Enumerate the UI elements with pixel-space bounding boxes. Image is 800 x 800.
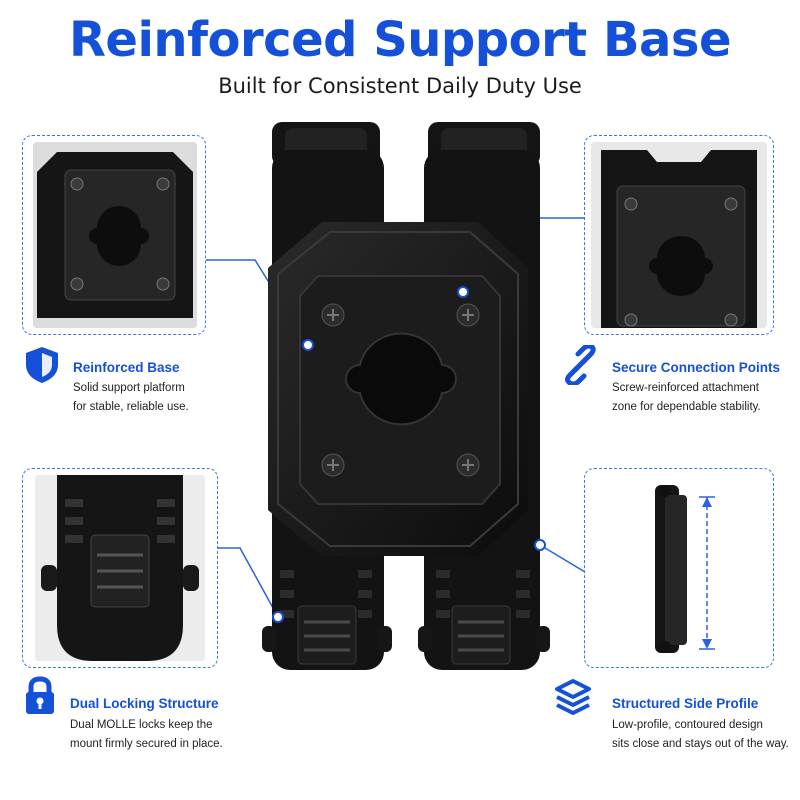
feature-title-reinforced-base: Reinforced Base	[73, 360, 180, 375]
shield-icon	[26, 347, 58, 383]
feature-desc-line: sits close and stays out of the way.	[612, 738, 789, 750]
feature-title-secure-connection: Secure Connection Points	[612, 360, 781, 375]
chain-link-icon	[565, 345, 596, 385]
feature-desc-line: Low-profile, contoured design	[612, 719, 763, 731]
feature-desc-line: Screw-reinforced attachment	[612, 382, 760, 394]
panel-side-profile	[584, 468, 774, 668]
callout-dot-base	[302, 339, 314, 351]
height-indicator	[699, 496, 715, 650]
connector-bottom-right	[539, 544, 586, 573]
photo-base-closeup	[33, 142, 197, 328]
feature-title-dual-locking: Dual Locking Structure	[70, 696, 219, 711]
feature-desc-line: zone for dependable stability.	[612, 401, 761, 413]
keyhole-slot	[345, 332, 457, 426]
callout-dot-connection	[457, 286, 469, 298]
feature-desc-dual-locking: Dual MOLLE locks keep the mount firmly s…	[70, 716, 260, 754]
feature-desc-line: Solid support platform	[73, 382, 185, 394]
page-subtitle: Built for Consistent Daily Duty Use	[218, 74, 582, 98]
feature-title-side-profile: Structured Side Profile	[612, 696, 759, 711]
callout-dot-side	[534, 539, 546, 551]
feature-desc-line: mount firmly secured in place.	[70, 738, 223, 750]
photo-connection-closeup	[591, 142, 767, 328]
panel-dual-locking	[22, 468, 218, 668]
layers-icon	[555, 679, 591, 715]
feature-desc-line: Dual MOLLE locks keep the	[70, 719, 213, 731]
photo-lock-closeup	[35, 475, 205, 661]
panel-secure-connection	[584, 135, 774, 335]
callout-dot-lock	[272, 611, 284, 623]
page-title: Reinforced Support Base	[68, 12, 732, 68]
photo-side-profile	[591, 475, 767, 661]
feature-desc-reinforced-base: Solid support platform for stable, relia…	[73, 379, 263, 417]
feature-desc-secure-connection: Screw-reinforced attachment zone for dep…	[612, 379, 800, 417]
padlock-icon	[26, 676, 54, 714]
feature-desc-side-profile: Low-profile, contoured design sits close…	[612, 716, 798, 754]
feature-desc-line: for stable, reliable use.	[73, 401, 189, 413]
panel-reinforced-base	[22, 135, 206, 335]
